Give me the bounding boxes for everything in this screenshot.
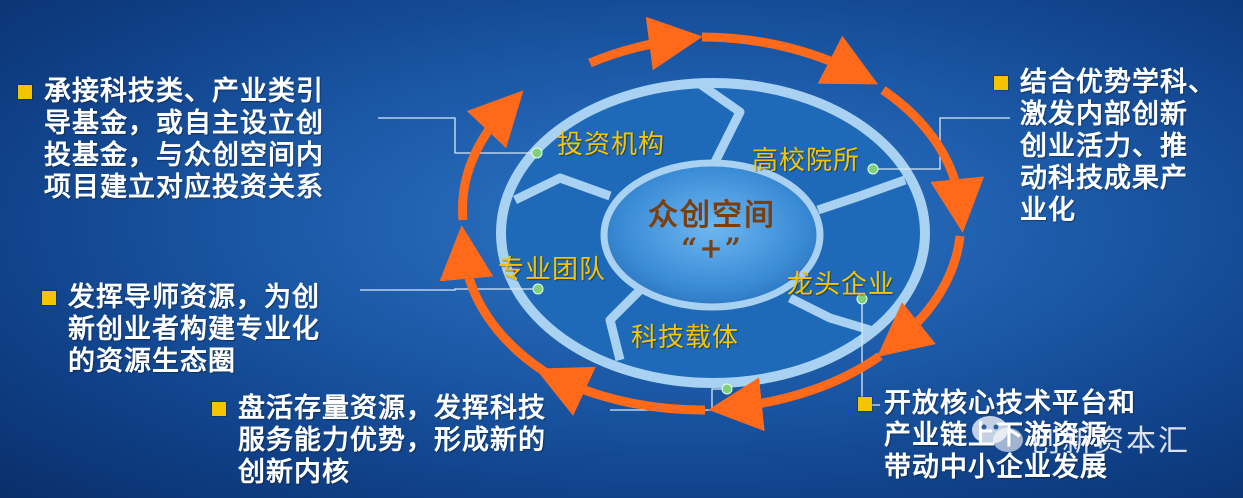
bullet-icon	[994, 76, 1008, 90]
segment-label-professional-teams: 专业团队	[498, 255, 607, 285]
text-line: 盘活存量资源，发挥科技	[238, 393, 546, 424]
text-line: 创业活力、推	[1020, 131, 1188, 162]
hub-subtitle: “+”	[681, 232, 743, 265]
text-line: 创新内核	[238, 457, 350, 488]
text-line: 投基金，与众创空间内	[44, 140, 324, 171]
text-line: 激发内部创新	[1020, 99, 1188, 130]
wechat-icon	[972, 416, 1023, 452]
cycle-arrows	[439, 16, 985, 432]
text-line: 新创业者构建专业化	[68, 314, 320, 345]
text-line: 结合优势学科、	[1020, 67, 1216, 98]
bullet-icon	[18, 85, 32, 99]
segment-label-leading-enterprises: 龙头企业	[787, 270, 896, 300]
watermark-text: 创新资本汇	[1030, 424, 1190, 459]
segment-label-tech-carriers: 科技载体	[631, 323, 740, 353]
text-line: 带动中小企业发展	[884, 452, 1108, 483]
text-line: 的资源生态圈	[68, 346, 236, 377]
text-line: 业化	[1020, 195, 1076, 226]
text-line: 开放核心技术平台和	[884, 388, 1136, 419]
ring-segment-dividers	[513, 80, 907, 362]
hub-ellipse	[600, 159, 824, 311]
text-block-top-left: 承接科技类、产业类引 导基金，或自主设立创 投基金，与众创空间内 项目建立对应投…	[18, 76, 324, 204]
text-line: 承接科技类、产业类引	[44, 76, 324, 107]
segment-label-investment: 投资机构	[557, 130, 666, 160]
text-line: 导基金，或自主设立创	[44, 108, 324, 139]
text-block-mid-left: 发挥导师资源，为创 新创业者构建专业化 的资源生态圈	[42, 282, 320, 378]
text-line: 动科技成果产	[1020, 163, 1188, 194]
hub-title: 众创空间	[648, 198, 776, 233]
text-block-top-right: 结合优势学科、 激发内部创新 创业活力、推 动科技成果产 业化	[994, 67, 1216, 227]
bullet-icon	[858, 397, 872, 411]
bullet-icon	[42, 291, 56, 305]
bullet-icon	[212, 402, 226, 416]
text-line: 服务能力优势，形成新的	[238, 425, 546, 456]
text-block-bottom-center: 盘活存量资源，发挥科技 服务能力优势，形成新的 创新内核	[212, 393, 546, 489]
segment-label-universities: 高校院所	[752, 146, 861, 176]
text-line: 项目建立对应投资关系	[44, 172, 324, 203]
text-line: 发挥导师资源，为创	[68, 282, 320, 313]
